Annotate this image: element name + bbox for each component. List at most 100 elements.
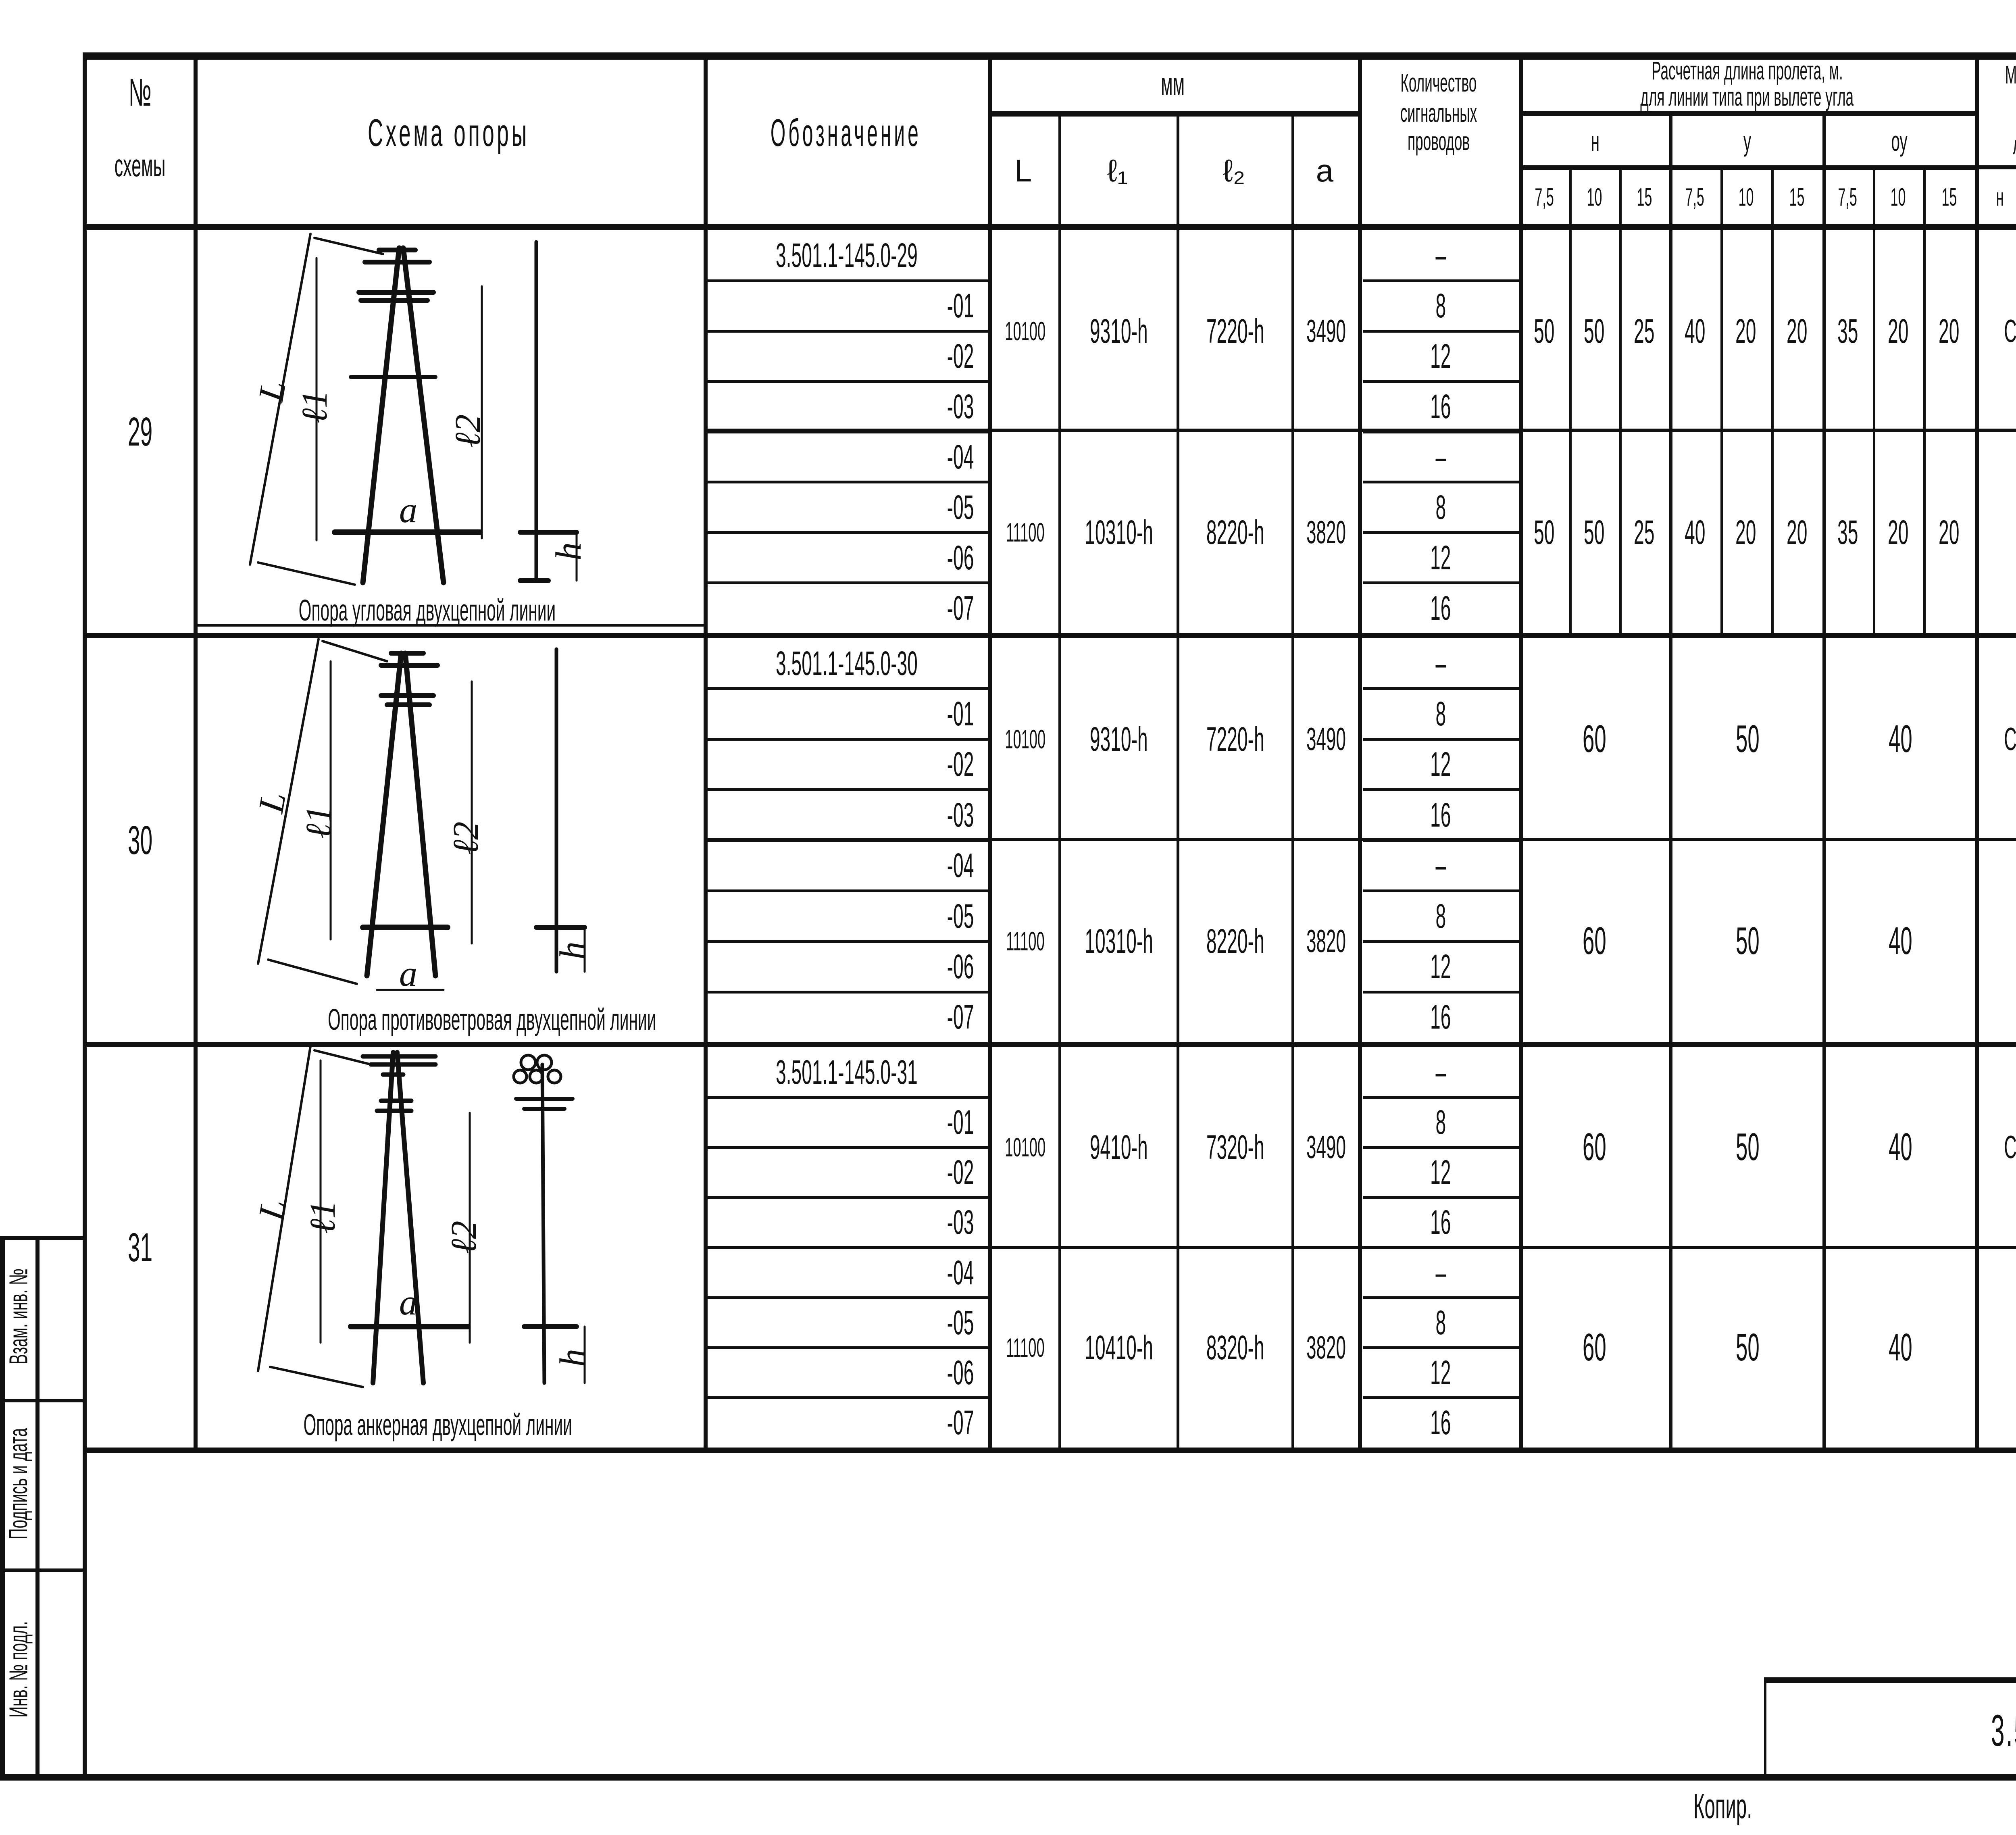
header-span-sub: 15 (1941, 183, 1957, 211)
span-cell: 40 (1684, 312, 1706, 350)
wires-count-cell: 12 (1430, 745, 1451, 783)
header-span-sub: 15 (1637, 183, 1652, 211)
tower-30-drawing (257, 638, 587, 991)
span-cell: 20 (1939, 312, 1960, 350)
hline-scheme-31 (83, 1042, 2016, 1047)
row-divider (1363, 531, 1519, 534)
footer-copy: Копир. (1693, 1787, 1752, 1826)
mark-cell: С 2/11,1 (1975, 432, 2016, 633)
vline (1619, 167, 1622, 635)
svg-text:a: a (399, 1283, 417, 1323)
svg-text:h: h (553, 941, 593, 960)
svg-text:a: a (399, 954, 417, 994)
row-divider (1363, 889, 1519, 892)
designation-cell: -03 (947, 796, 974, 834)
header-designation: Обозначение (770, 111, 921, 154)
side-stamp-top (0, 1236, 87, 1240)
scheme-caption-31: Опора анкерная двухцепной линии (303, 1408, 572, 1442)
designation-cell: -03 (947, 1203, 974, 1241)
row-divider (1363, 1346, 1519, 1349)
designation-cell: -01 (947, 287, 974, 325)
row-divider (1363, 581, 1519, 585)
vline (1669, 115, 1672, 1452)
vline (1291, 115, 1294, 1452)
wires-count-cell: 12 (1430, 1153, 1451, 1191)
L-cell: 10100 (1005, 316, 1045, 346)
wires-count-cell: – (1435, 236, 1446, 275)
span-n-cell: 60 (1582, 919, 1606, 963)
row-divider (706, 279, 988, 282)
span-cell: 25 (1634, 513, 1655, 552)
svg-text:ℓ1: ℓ1 (299, 806, 339, 839)
svg-text:L: L (251, 1196, 294, 1224)
designation-cell: -04 (947, 1253, 974, 1291)
span-ou-cell: 40 (1888, 1125, 1912, 1169)
designation-cell: -03 (947, 387, 974, 426)
vline (1519, 52, 1523, 1452)
span-u-cell: 50 (1735, 1325, 1760, 1369)
designation-cell: -05 (947, 1303, 974, 1341)
l1-cell: 10410-h (1085, 1328, 1153, 1366)
span-ou-cell: 40 (1888, 919, 1912, 963)
row-divider (706, 581, 988, 585)
row-divider (706, 1346, 988, 1349)
L-cell: 11100 (1006, 1332, 1045, 1362)
wires-count-cell: – (1435, 1253, 1446, 1291)
hline-header-bottom (83, 224, 2016, 230)
designation-cell: 3.501.1-145.0-29 (776, 236, 918, 275)
span-cell: 50 (1534, 312, 1555, 350)
side-stamp-left (0, 1236, 5, 1780)
span-cell: 25 (1634, 312, 1655, 350)
hline-mark-sub (1975, 165, 2016, 169)
scheme-caption-29: Опора угловая двухцепной линии (298, 593, 556, 627)
row-divider (706, 737, 988, 741)
header-l1: ℓ₁ (1107, 152, 1128, 188)
row-divider (1363, 329, 1519, 333)
wires-count-cell: 8 (1435, 1103, 1446, 1141)
designation-cell: -05 (947, 488, 974, 526)
span-cell: 20 (1735, 312, 1756, 350)
row-divider (1363, 380, 1519, 383)
row-divider (1363, 1396, 1519, 1399)
span-cell: 20 (1786, 312, 1808, 350)
a-cell: 3490 (1306, 312, 1346, 349)
wires-count-cell: 16 (1430, 1403, 1451, 1441)
header-span-sub: 10 (1738, 183, 1754, 211)
row-divider (706, 687, 988, 690)
l2-cell: 8220-h (1206, 513, 1264, 552)
header-wires: Количество сигнальных проводов (1400, 68, 1477, 156)
row-divider (706, 889, 988, 892)
l2-cell: 8320-h (1206, 1328, 1264, 1366)
vline (1569, 167, 1572, 635)
span-cell: 50 (1584, 513, 1605, 552)
header-span-type: н (1591, 125, 1600, 157)
span-n-cell: 60 (1582, 1125, 1606, 1169)
hline-span (1519, 111, 1975, 116)
wires-count-cell: 12 (1430, 947, 1451, 985)
designation-cell: -06 (947, 1353, 974, 1391)
svg-text:ℓ2: ℓ2 (444, 1221, 484, 1254)
svg-text:ℓ1: ℓ1 (303, 1201, 343, 1234)
row-divider (1363, 481, 1519, 484)
l2-cell: 8220-h (1206, 922, 1264, 960)
header-span-sub: 15 (1789, 183, 1805, 211)
a-cell: 3490 (1306, 1129, 1346, 1165)
row-divider (706, 329, 988, 333)
span-n-cell: 60 (1582, 717, 1606, 760)
span-cell: 35 (1837, 513, 1858, 552)
row-divider (706, 1096, 988, 1099)
a-cell: 3820 (1306, 1329, 1346, 1365)
side-stamp-replace: Взам. инв. № (4, 1268, 33, 1364)
svg-text:ℓ2: ℓ2 (446, 822, 486, 855)
mark-cell: С 2/11,1 (1975, 840, 2016, 1043)
scheme-number-29: 29 (127, 409, 153, 454)
header-mm: мм (1161, 66, 1185, 102)
dim-label-L: L (251, 378, 294, 405)
mark-cell: С 1,85/10,1 (2004, 1129, 2016, 1165)
row-divider (1363, 279, 1519, 282)
l1-cell: 10310-h (1085, 922, 1153, 960)
designation-cell: -06 (947, 538, 974, 577)
header-span-sub: 7,5 (1535, 183, 1554, 211)
wires-count-cell: 16 (1430, 998, 1451, 1036)
row-divider (1363, 839, 1519, 842)
